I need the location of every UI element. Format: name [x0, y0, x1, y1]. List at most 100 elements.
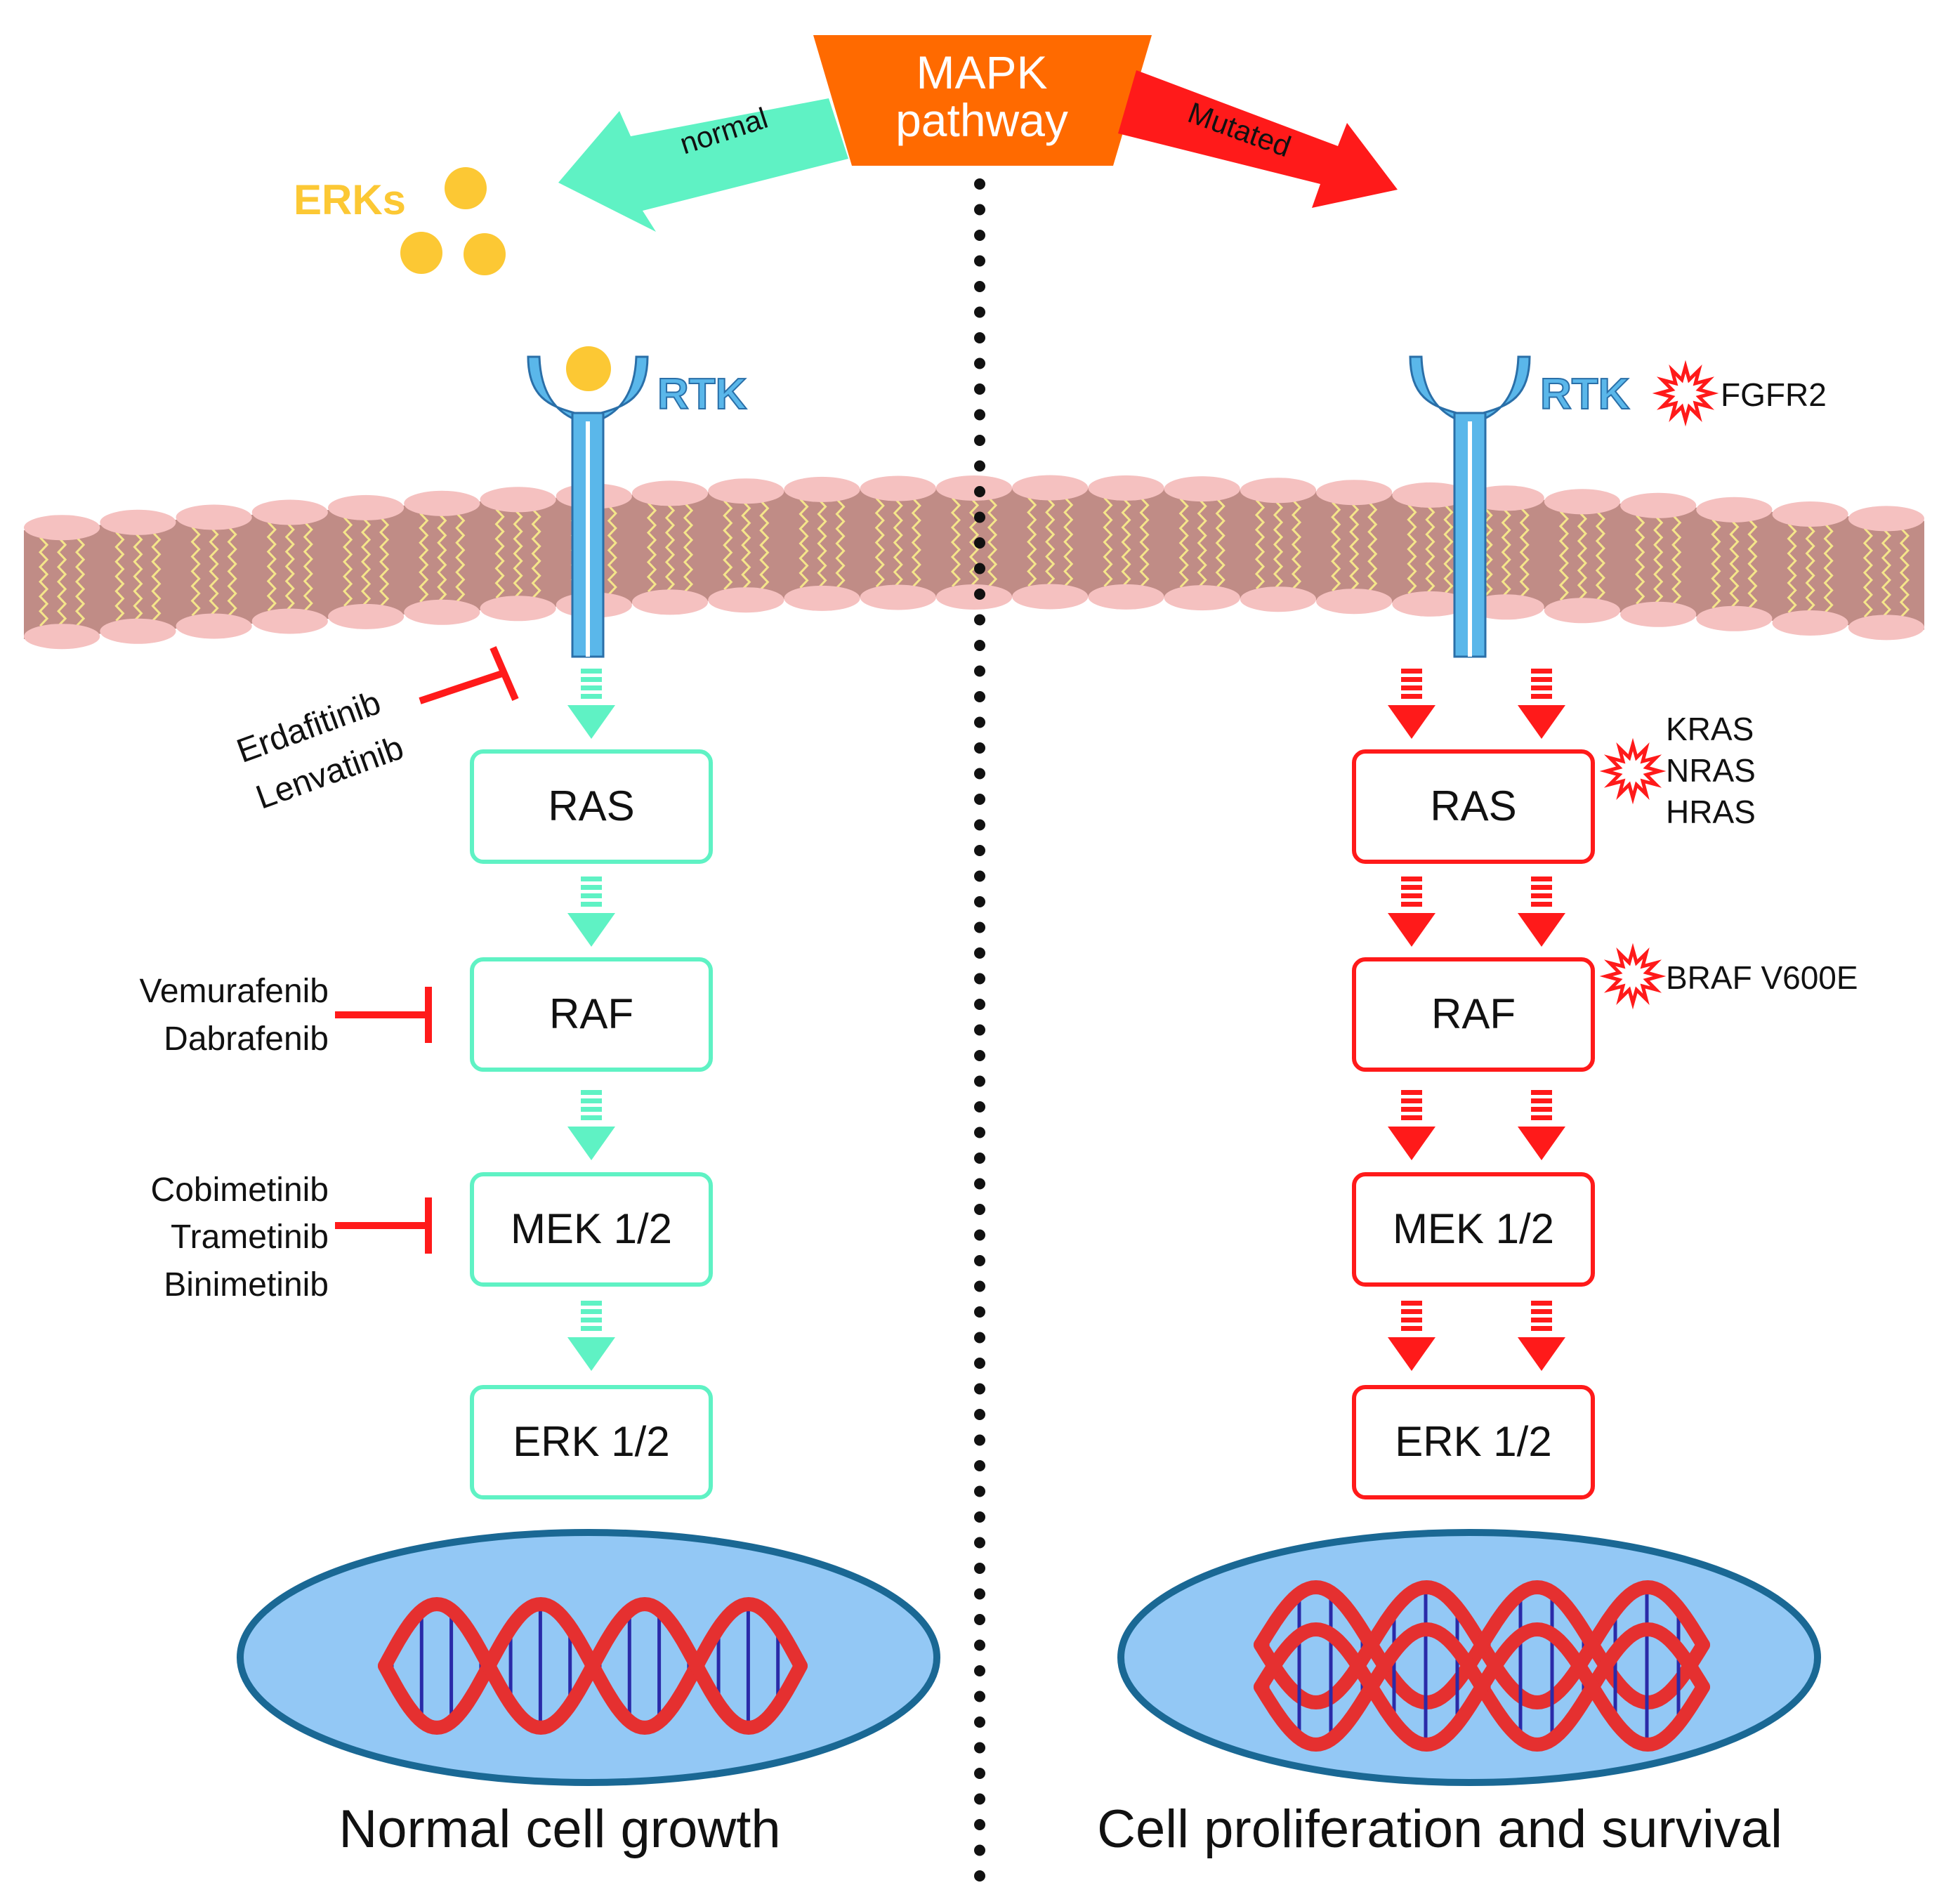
lipid-head-top: [708, 478, 784, 504]
divider-dot: [974, 1460, 985, 1471]
header-line2: pathway: [895, 94, 1068, 146]
lipid-head-top: [1696, 497, 1773, 523]
divider-dot: [974, 614, 985, 626]
lipid-tail: [1862, 527, 1873, 618]
signal-arrow: [1388, 1301, 1435, 1371]
signal-arrow-dash: [1531, 877, 1552, 881]
divider-dot: [974, 511, 985, 523]
rtk-label-left: RTK: [657, 370, 747, 419]
lipid-tail: [114, 531, 125, 622]
lipid-tail: [513, 508, 523, 599]
lipid-head-bottom: [251, 608, 328, 634]
signal-arrow-dash: [1531, 1115, 1552, 1120]
lipid-tail: [266, 521, 277, 612]
lipid-head-top: [251, 499, 328, 525]
lipid-head-bottom: [327, 603, 405, 629]
left-node-ras: RAS: [548, 782, 634, 829]
divider-dot: [974, 1050, 985, 1061]
divider-dot: [974, 716, 985, 728]
signal-arrow-head: [1518, 913, 1565, 947]
lipid-tail: [1425, 504, 1435, 594]
lipid-tail: [683, 502, 694, 593]
lipid-tail: [1577, 511, 1587, 601]
lipid-tail: [1139, 497, 1150, 587]
divider-dot: [974, 1127, 985, 1138]
lipid-head-bottom: [176, 613, 252, 639]
divider-dot: [974, 1793, 985, 1805]
lipid-head-bottom: [1696, 605, 1773, 631]
signal-arrow: [1518, 1090, 1565, 1160]
lipid-head-top: [935, 475, 1013, 501]
lipid-tail: [950, 497, 961, 588]
signal-arrow-dash: [1401, 885, 1422, 890]
lipid-head-bottom: [404, 599, 480, 625]
lipid-tail: [799, 498, 809, 589]
divider-dot: [974, 794, 985, 805]
left-node-box: [470, 957, 713, 1072]
raf-mutation: BRAF V600E: [1599, 943, 1858, 1010]
divider-dot: [974, 1614, 985, 1625]
divider-dot: [974, 409, 985, 421]
lipid-head-bottom: [1164, 585, 1240, 611]
lipid-tail: [209, 526, 219, 617]
lipid-head-top: [176, 504, 252, 530]
lipid-tail: [664, 502, 676, 593]
right-node-box: [1352, 749, 1595, 864]
divider-dot: [974, 486, 985, 497]
signal-arrow-dash: [1401, 877, 1422, 881]
divider-dot: [974, 1178, 985, 1190]
lipid-tail: [1653, 514, 1664, 605]
lipid-head-bottom: [1468, 594, 1544, 620]
divider-dot: [974, 1665, 985, 1676]
signal-arrow-dash: [1401, 1098, 1422, 1103]
dna-strand: [378, 1596, 808, 1735]
lipid-head-bottom: [100, 618, 176, 644]
divider-dot: [974, 640, 985, 651]
signal-arrow-head: [567, 705, 615, 739]
lipid-tail: [531, 508, 541, 599]
lipid-head-top: [404, 490, 480, 516]
mutation-hras: HRAS: [1666, 794, 1756, 830]
erk-ligand-dot: [464, 233, 506, 275]
signal-arrow-dash: [1531, 1326, 1552, 1331]
divider-dot: [974, 1434, 985, 1446]
signal-arrow-dash: [1531, 1318, 1552, 1322]
lipid-tail: [874, 497, 885, 588]
mutation-burst-icon: [1652, 360, 1719, 427]
lipid-head-top: [480, 487, 556, 513]
divider-dot: [974, 1409, 985, 1420]
signal-arrow-dash: [581, 694, 602, 699]
header-line1: MAPK: [916, 46, 1047, 98]
divider-dot: [974, 947, 985, 959]
signal-arrow: [567, 669, 615, 739]
signal-arrow: [1518, 669, 1565, 739]
lipid-tail: [437, 512, 447, 603]
normal-branch-arrow: normal: [558, 98, 848, 232]
signal-arrow-dash: [1531, 1107, 1552, 1112]
lipid-tail: [1407, 504, 1417, 594]
right-node-mek: MEK 1/2: [1393, 1205, 1554, 1252]
lipid-head-bottom: [935, 584, 1013, 610]
signal-arrow-head: [567, 1127, 615, 1160]
lipid-tail: [1367, 501, 1378, 592]
inhibitor-binimetinib: Binimetinib: [164, 1266, 329, 1304]
signal-arrow-dash: [1531, 1309, 1552, 1314]
lipid-tail: [1045, 497, 1056, 587]
lipid-tail: [57, 537, 67, 627]
signal-arrow-dash: [1531, 1301, 1552, 1306]
mutation-kras: KRAS: [1666, 711, 1754, 747]
lipid-tail: [1805, 523, 1815, 614]
lipid-head-top: [1620, 492, 1697, 518]
lipid-head-top: [1468, 485, 1544, 511]
lipid-tail: [968, 497, 980, 588]
divider-dot: [974, 1229, 985, 1241]
divider-dot: [974, 1485, 985, 1497]
signal-arrow-head: [567, 1337, 615, 1371]
center-divider: [974, 178, 985, 1882]
mutation-fgfr2: FGFR2: [1721, 376, 1827, 413]
lipid-tail: [1558, 511, 1569, 601]
lipid-tail: [911, 497, 921, 588]
left-pathway-column: RAS RAF MEK 1/2 ERK 1/2: [470, 749, 713, 1499]
signal-arrow-dash: [1531, 1098, 1552, 1103]
